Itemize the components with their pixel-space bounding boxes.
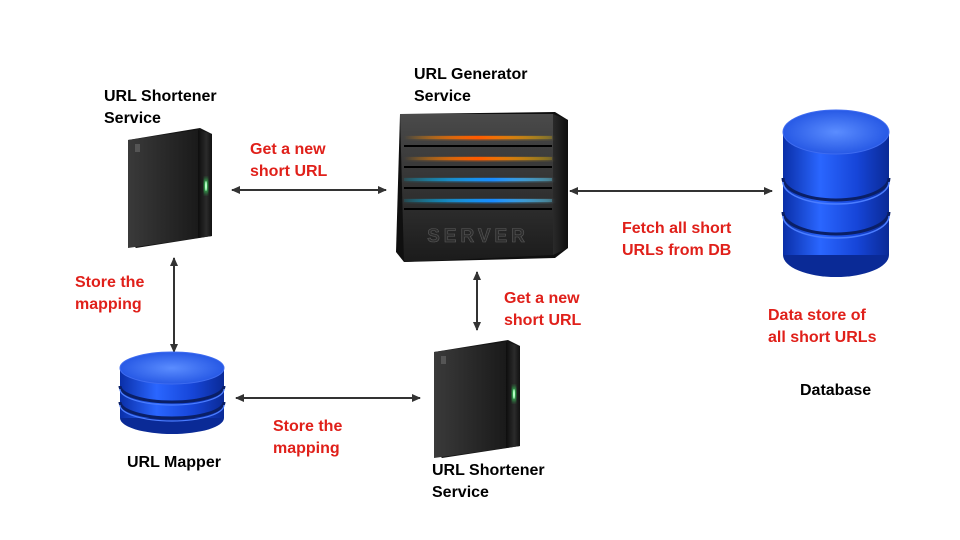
generator-label: URL Generator Service — [414, 64, 528, 108]
server-brand-text: SERVER — [427, 226, 529, 247]
database-icon — [781, 109, 891, 277]
edge-label-top-to-generator-line1: Get a new — [250, 141, 326, 158]
database-description-line2: all short URLs — [768, 329, 877, 346]
edge-label-top-to-mapper-line1: Store the — [75, 274, 145, 291]
edge-label-bottom-to-generator: Get a new short URL — [504, 288, 581, 332]
shortener-bottom-label: URL Shortener Service — [432, 460, 545, 504]
generator-server-icon: SERVER — [396, 112, 568, 262]
shortener-top-label-line2: Service — [104, 110, 161, 127]
shortener-top-label: URL Shortener Service — [104, 86, 217, 130]
database-description: Data store of all short URLs — [768, 305, 876, 349]
edge-label-mapper-to-bottom-line2: mapping — [273, 440, 340, 457]
edge-label-bottom-to-generator-line2: short URL — [504, 312, 582, 329]
edge-label-generator-to-db-line1: Fetch all short — [622, 220, 732, 237]
edge-label-top-to-mapper: Store the mapping — [75, 272, 144, 316]
edge-label-mapper-to-bottom-line1: Store the — [273, 418, 343, 435]
edge-label-top-to-generator: Get a new short URL — [250, 139, 327, 183]
generator-label-line2: Service — [414, 88, 471, 105]
database-label: Database — [800, 382, 872, 399]
server-top-icon — [128, 128, 212, 248]
shortener-bottom-label-line1: URL Shortener — [432, 462, 545, 479]
shortener-top-label-line1: URL Shortener — [104, 88, 217, 105]
edge-label-top-to-generator-line2: short URL — [250, 163, 328, 180]
generator-label-line1: URL Generator — [414, 66, 528, 83]
edge-label-bottom-to-generator-line1: Get a new — [504, 290, 580, 307]
shortener-bottom-label-line2: Service — [432, 484, 489, 501]
edge-label-generator-to-db-line2: URLs from DB — [622, 242, 732, 259]
server-bottom-icon — [434, 340, 520, 458]
mapper-database-icon — [118, 351, 226, 434]
mapper-label: URL Mapper — [127, 454, 221, 471]
edge-label-top-to-mapper-line2: mapping — [75, 296, 142, 313]
edge-label-mapper-to-bottom: Store the mapping — [273, 416, 342, 460]
database-description-line1: Data store of — [768, 307, 866, 324]
edge-label-generator-to-db: Fetch all short URLs from DB — [622, 218, 731, 262]
